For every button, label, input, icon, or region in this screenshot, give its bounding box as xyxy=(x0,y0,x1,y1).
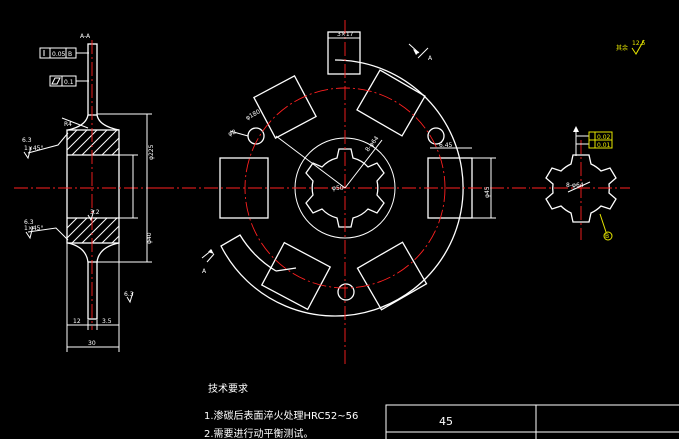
section-label: A-A xyxy=(80,33,91,40)
pad-height-dim: φ45 xyxy=(484,186,491,198)
mounting-hole-right xyxy=(427,127,445,145)
bore-diameter-dim: φ40 xyxy=(146,232,153,244)
friction-pad-lower-left xyxy=(260,241,332,311)
friction-pad-top xyxy=(327,31,361,75)
notes-title: 技术要求 xyxy=(208,382,248,395)
friction-pad-upper-right xyxy=(356,69,426,137)
section-hatching xyxy=(66,129,120,244)
spline-tol-1: 0.02 xyxy=(597,134,611,141)
slot-width-dim: 3×17 xyxy=(337,31,354,38)
technical-requirements: 技术要求 1.渗碳后表面淬火处理HRC52~56 2.需要进行动平衡测试。 xyxy=(204,382,358,439)
flatness-datum: B xyxy=(68,51,72,58)
hole-diameter-dim: φ8 xyxy=(227,129,237,138)
note-2: 2.需要进行动平衡测试。 xyxy=(204,427,314,439)
spline-teeth-mark: 8-φ64 xyxy=(566,182,584,189)
pitch-circle-dim: φ180 xyxy=(245,108,262,122)
title-block: 45 xyxy=(385,404,679,439)
other-surfaces-roughness: 12.5 xyxy=(632,40,646,47)
hub-width-dim: 12 xyxy=(73,318,81,325)
rough-mark-2: 6.3 xyxy=(24,219,34,226)
outer-diameter-dim: φ225 xyxy=(148,144,155,160)
spline-profile xyxy=(545,154,617,223)
section-mark-bottom: A xyxy=(202,268,207,275)
friction-pad-lower-right xyxy=(356,241,428,311)
general-roughness-note: 其余 12.5 xyxy=(616,39,646,55)
parallel-tolerance-frame: 0.1 xyxy=(49,75,89,87)
pad-width-dim: 6.45 xyxy=(439,142,453,149)
friction-pad-left xyxy=(219,157,269,219)
rough-mark-1: 6.3 xyxy=(22,137,32,144)
front-view: 3×17 φ180 φ8 8-φ64 φ50 6.45 φ45 A A xyxy=(160,20,530,366)
chamfer-note-top: 1×45° xyxy=(24,145,43,152)
chamfer-note-bottom: 1×45° xyxy=(24,225,43,232)
friction-pad-upper-left xyxy=(253,75,317,139)
spline-detail-view: 8-φ64 0.02 0.01 B xyxy=(532,126,630,241)
note-1: 1.渗碳后表面淬火处理HRC52~56 xyxy=(204,409,358,422)
flatness-value: 0.05 xyxy=(52,51,66,58)
material-value: 45 xyxy=(439,415,453,428)
rough-mark-4: 6.3 xyxy=(124,291,134,298)
total-width-dim: 30 xyxy=(88,340,96,347)
plate-width-dim: 3.5 xyxy=(102,318,112,325)
bore-dim: φ50 xyxy=(332,185,344,192)
pitch-circle xyxy=(244,87,446,289)
section-arrow-bottom: A xyxy=(201,249,215,275)
flatness-tolerance-frame: 0.05 B xyxy=(39,47,89,59)
section-view: A-A 0.05 B 0.1 xyxy=(14,33,160,352)
datum-label: B xyxy=(605,233,609,240)
other-surfaces-label: 其余 xyxy=(616,44,628,52)
spline-tol-2: 0.01 xyxy=(597,142,611,149)
fillet-radius-top: R4 xyxy=(64,121,72,128)
spline-bore xyxy=(305,148,385,228)
section-arrow-top: A xyxy=(408,43,433,62)
rough-mark-3: 3.2 xyxy=(90,209,100,216)
parallel-value: 0.1 xyxy=(64,79,74,86)
mounting-hole-bottom xyxy=(337,283,355,301)
section-mark-top: A xyxy=(428,55,433,62)
